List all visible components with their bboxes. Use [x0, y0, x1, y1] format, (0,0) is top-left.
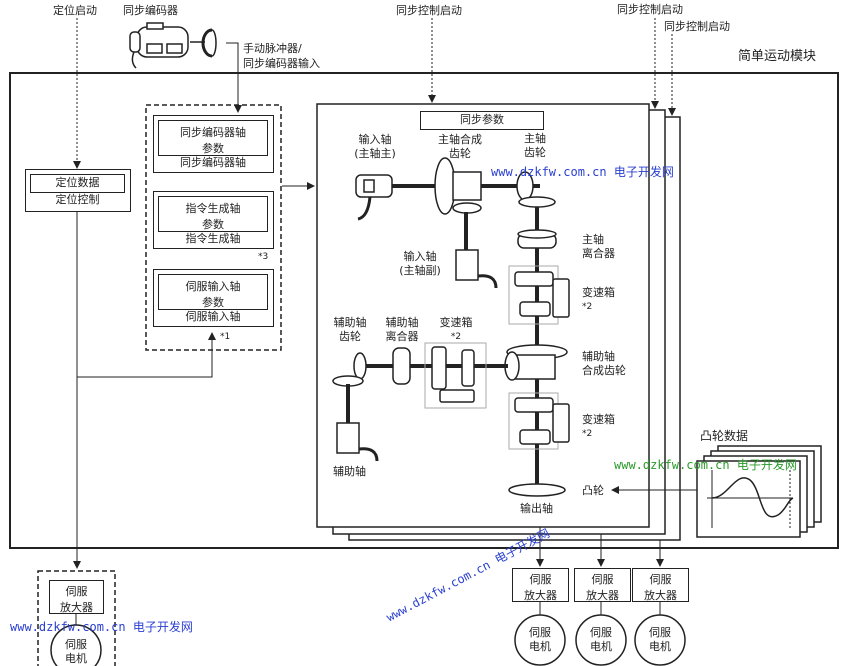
sync-control-start-label: 同步控制启动	[396, 4, 462, 17]
axis-label: 伺服输入轴	[185, 310, 241, 323]
input-axis-main-label: 输入轴(主轴主)	[354, 133, 396, 160]
aux-axis-icon	[336, 422, 360, 454]
sync-encoder-axis-box: 同步编码器轴 参数 同步编码器轴	[153, 115, 274, 173]
cam-icon	[508, 483, 566, 497]
servo-motor-label: 伺服电机	[649, 626, 671, 653]
gear-train	[332, 157, 570, 497]
servo-motor-label: 伺服电机	[529, 626, 551, 653]
input-axis-group	[145, 104, 282, 351]
aux-clutch-label: 辅助轴离合器	[385, 316, 419, 343]
aux-composite-gear-label: 辅助轴合成齿轮	[582, 350, 626, 377]
aux-gear-label: 辅助轴齿轮	[333, 316, 367, 343]
aux-axis-label: 辅助轴	[333, 465, 366, 478]
watermark: www.dzkfw.com.cn 电子开发网	[614, 458, 797, 472]
speed-change-label: 变速箱*2	[582, 413, 615, 439]
servo-input-axis-box: 伺服输入轴 参数 伺服输入轴	[153, 269, 274, 327]
module-title: 简单运动模块	[738, 49, 817, 64]
servo-motor-0	[50, 624, 102, 666]
axis-label: 同步编码器轴	[180, 156, 246, 169]
input-axis-sub-label: 输入轴(主轴副)	[399, 250, 441, 277]
sync-encoder-icon	[129, 22, 217, 69]
positioning-control-label: 定位控制	[55, 193, 100, 206]
command-gen-axis-box: 指令生成轴 参数 指令生成轴	[153, 191, 274, 249]
speed-change-label: 变速箱*2	[582, 286, 615, 312]
module-frame	[9, 72, 839, 549]
param-label: 参数	[202, 296, 224, 309]
main-composite-gear-icon	[434, 157, 456, 215]
servo-motor-2	[575, 614, 627, 666]
aux-gear-icon	[353, 352, 367, 380]
sync-encoder-label: 同步编码器	[123, 4, 178, 17]
servo-amp-box: 伺服放大器	[632, 568, 689, 602]
cam-label: 凸轮	[582, 484, 604, 497]
servo-amp-box: 伺服放大器	[49, 580, 104, 614]
aux-clutch-icon	[392, 347, 411, 385]
main-clutch-label: 主轴离合器	[582, 233, 615, 260]
output-axis-label: 输出轴	[520, 502, 553, 515]
sync-control-start-label: 同步控制启动	[617, 3, 683, 16]
positioning-data-box: 定位数据	[30, 174, 125, 193]
param-label: 同步编码器轴	[180, 126, 246, 139]
servo-amp-box: 伺服放大器	[512, 568, 569, 602]
note-3: *3	[258, 252, 269, 262]
servo-motor-label: 伺服电机	[590, 626, 612, 653]
sync-control-start-label: 同步控制启动	[664, 20, 730, 33]
positioning-start-label: 定位启动	[53, 4, 97, 17]
positioning-control-box: 定位数据 定位控制	[25, 169, 131, 212]
servo-amp-box: 伺服放大器	[574, 568, 631, 602]
speed-change-aux-label: 变速箱*2	[439, 316, 473, 342]
main-composite-gear-label: 主轴合成齿轮	[438, 133, 482, 160]
main-gear-label: 主轴齿轮	[524, 132, 546, 159]
sync-params-title: 同步参数	[420, 111, 544, 130]
manual-pulse-label: 同步编码器输入	[243, 57, 320, 70]
cam-data-label: 凸轮数据	[700, 429, 749, 443]
param-label: 指令生成轴	[185, 202, 241, 215]
servo-motor-label: 伺服电机	[65, 638, 87, 665]
servo-motor-1	[514, 614, 566, 666]
manual-pulse-label: 手动脉冲器/	[243, 42, 302, 55]
param-label: 伺服输入轴	[185, 280, 241, 293]
axis-label: 指令生成轴	[185, 232, 241, 245]
servo-motor-3	[634, 614, 686, 666]
param-label: 参数	[202, 218, 224, 231]
watermark: www.dzkfw.com.cn 电子开发网	[10, 620, 193, 634]
note-1: *1	[220, 332, 231, 342]
param-label: 参数	[202, 142, 224, 155]
cam-data-stack	[696, 445, 822, 538]
input-axis-sub-icon	[455, 249, 479, 281]
cam-curve	[711, 477, 794, 518]
watermark: www.dzkfw.com.cn 电子开发网	[491, 165, 674, 179]
